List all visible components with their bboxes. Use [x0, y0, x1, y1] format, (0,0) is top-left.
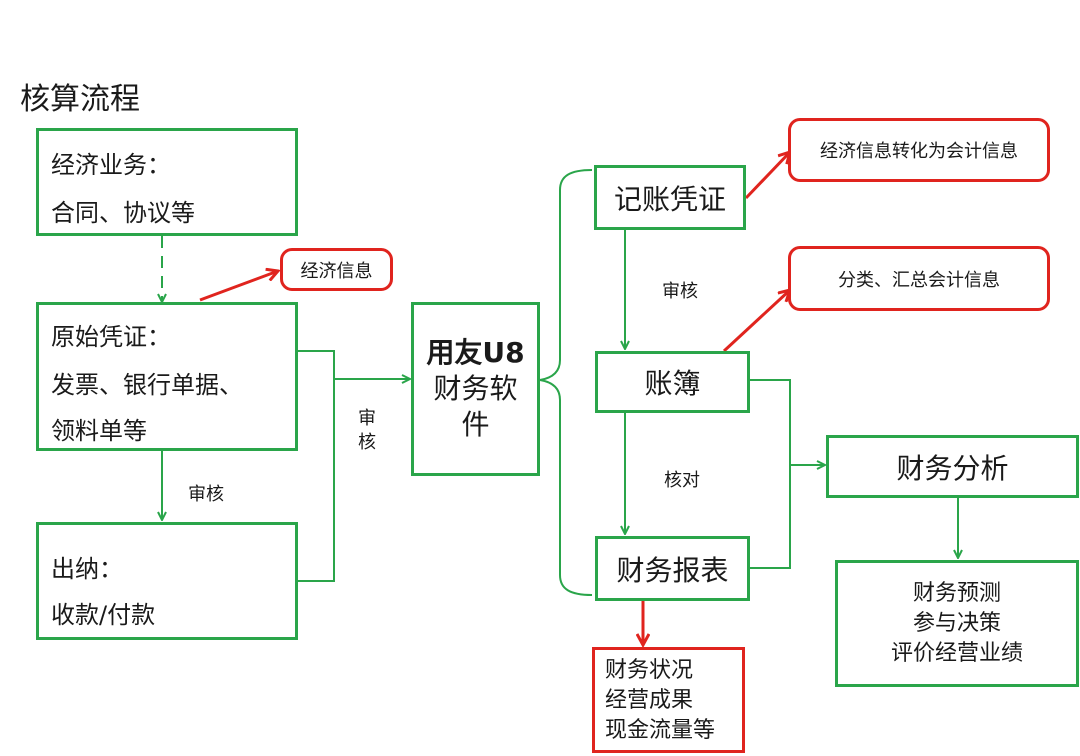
analysis-outputs-box: 财务预测 参与决策 评价经营业绩 [835, 560, 1079, 687]
software-line3: 件 [461, 408, 490, 441]
callout-info-conversion: 经济信息转化为会计信息 [788, 118, 1050, 182]
software-name: 用友U8 [426, 336, 525, 369]
accounting-voucher-label: 记账凭证 [613, 182, 726, 216]
original-voucher-detail-1: 发票、银行单据、 [51, 371, 243, 399]
callout-info-conversion-label: 经济信息转化为会计信息 [820, 141, 1018, 162]
label-audit-vertical-2: 核 [358, 432, 376, 453]
original-voucher-detail-2: 领料单等 [51, 417, 147, 445]
label-reconcile: 核对 [664, 470, 700, 491]
red-arrow-economic-info [199, 271, 278, 302]
software-line2: 财务软 [433, 372, 518, 405]
financial-analysis-box: 财务分析 [826, 435, 1079, 498]
page-title: 核算流程 [20, 82, 140, 117]
report-output-results: 经营成果 [605, 688, 694, 713]
ledger-box: 账簿 [595, 351, 750, 413]
ledger-label: 账簿 [644, 367, 701, 400]
financial-report-label: 财务报表 [616, 553, 729, 587]
connector-voucher-cashier [298, 350, 335, 582]
report-output-position: 财务状况 [605, 658, 694, 683]
economic-business-box: 经济业务： 合同、协议等 [36, 128, 298, 236]
callout-economic-info: 经济信息 [280, 248, 393, 291]
software-box: 用友U8 财务软 件 [411, 302, 540, 476]
red-arrow-classify [722, 290, 790, 353]
economic-business-detail: 合同、协议等 [51, 199, 195, 227]
brace-software [539, 169, 593, 596]
cashier-title: 出纳： [51, 555, 123, 583]
economic-business-title: 经济业务： [51, 151, 171, 179]
original-voucher-box: 原始凭证： 发票、银行单据、 领料单等 [36, 302, 298, 451]
analysis-output-evaluation: 评价经营业绩 [890, 640, 1023, 666]
red-arrow-info-conversion [744, 152, 790, 200]
analysis-output-forecast: 财务预测 [912, 580, 1001, 606]
report-outputs-box: 财务状况 经营成果 现金流量等 [592, 647, 745, 753]
report-output-cashflow: 现金流量等 [605, 718, 716, 743]
accounting-voucher-box: 记账凭证 [594, 165, 746, 230]
label-audit-vertical-1: 审 [358, 408, 376, 429]
financial-analysis-label: 财务分析 [896, 451, 1009, 485]
callout-classify-summary: 分类、汇总会计信息 [788, 246, 1050, 311]
analysis-output-decision: 参与决策 [912, 610, 1001, 636]
original-voucher-title: 原始凭证： [51, 323, 171, 351]
callout-classify-summary-label: 分类、汇总会计信息 [838, 269, 1000, 291]
financial-report-box: 财务报表 [595, 536, 750, 601]
connector-ledger-report [750, 379, 791, 569]
label-audit-right: 审核 [662, 281, 698, 302]
cashier-detail: 收款/付款 [51, 601, 156, 629]
callout-economic-info-label: 经济信息 [300, 260, 373, 282]
label-audit-left: 审核 [188, 484, 224, 505]
cashier-box: 出纳： 收款/付款 [36, 522, 298, 640]
